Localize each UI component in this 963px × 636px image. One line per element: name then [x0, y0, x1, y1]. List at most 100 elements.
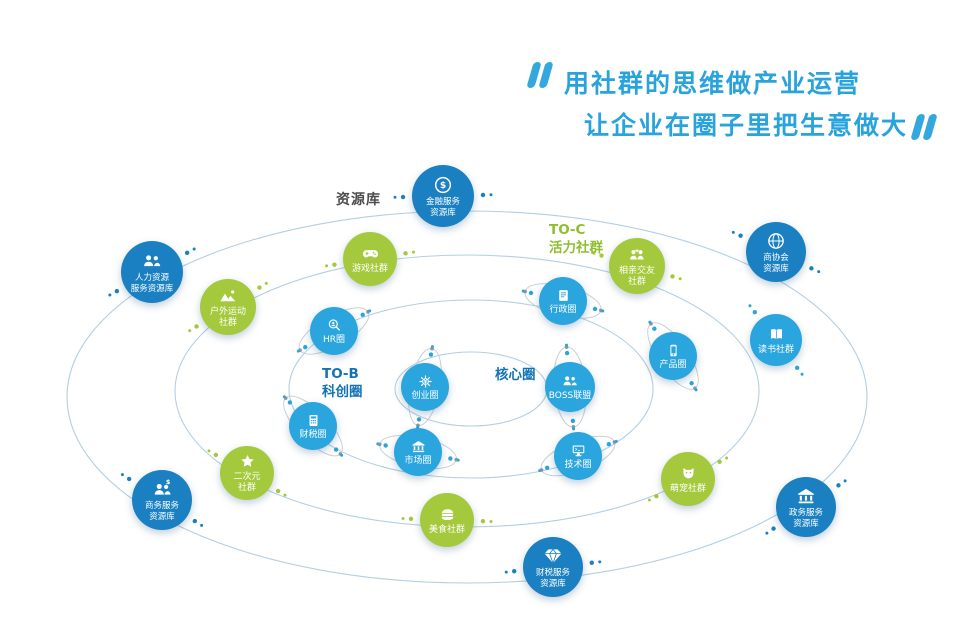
quote-line-2: 让企业在圈子里把生意做大	[584, 111, 909, 140]
ring-dot	[430, 345, 434, 349]
ring-label-core: 核心圈	[495, 367, 536, 383]
ring-dot	[282, 395, 286, 399]
ring-dot	[184, 250, 190, 256]
ring-dot	[843, 479, 847, 483]
ring-dot	[717, 459, 722, 464]
ring-dot	[589, 560, 594, 565]
orbit-ring-1	[174, 254, 760, 528]
ring-dot	[108, 293, 112, 297]
ring-dot	[416, 425, 420, 429]
ring-dot	[376, 442, 380, 446]
ring-dot	[192, 247, 196, 251]
ring-dot	[836, 483, 841, 488]
ring-dot	[725, 456, 729, 460]
ring-dot	[564, 350, 570, 356]
ring-dot	[592, 306, 598, 312]
ring-dot	[207, 449, 211, 453]
ring-label-toc-line1: TO-C	[549, 222, 586, 238]
ring-dot	[592, 251, 596, 255]
node-mini-orbit	[553, 346, 587, 428]
ring-dot	[528, 290, 534, 296]
ring-dot	[572, 427, 576, 431]
ring-dot	[126, 476, 132, 482]
ring-dot	[606, 442, 612, 447]
ring-dot	[192, 518, 198, 524]
ring-dot	[654, 494, 659, 499]
ring-label-resource: 资源库	[336, 192, 381, 208]
ring-dot	[648, 320, 652, 324]
orbit-ring-2	[288, 299, 654, 479]
ring-dot	[360, 312, 365, 317]
ring-dot	[403, 251, 408, 256]
ring-dot	[383, 443, 388, 448]
ring-dot	[598, 560, 602, 564]
ring-dot	[601, 309, 605, 313]
ring-dot	[564, 343, 568, 347]
ring-dot	[599, 253, 604, 258]
ring-dot	[368, 309, 372, 313]
node-mini-orbit	[540, 435, 616, 477]
ring-dot	[489, 519, 493, 523]
ring-dot	[303, 345, 308, 350]
node-mini-orbit	[408, 348, 442, 426]
quote-line-1: 用社群的思维做产业运营	[564, 69, 862, 98]
ring-dot	[325, 264, 329, 268]
ring-dot	[340, 453, 344, 457]
ring-label-tob-line1: TO-B	[322, 366, 359, 382]
ring-dot	[416, 417, 422, 422]
ring-dot	[200, 523, 204, 527]
slogan-quote: 用社群的思维做产业运营 让企业在圈子里把生意做大	[526, 62, 958, 160]
ring-label-toc: TO-C 活力社群	[549, 221, 603, 257]
ring-dot	[411, 250, 415, 254]
ring-dot	[283, 493, 287, 497]
ring-dot	[456, 458, 460, 462]
ring-dot	[512, 569, 517, 574]
ring-dot	[694, 388, 698, 392]
ring-dot	[521, 289, 525, 293]
ring-dot	[408, 516, 414, 521]
ring-dot	[257, 285, 262, 290]
ring-dot	[401, 517, 405, 521]
ring-dot	[393, 195, 397, 199]
ring-dot	[647, 498, 651, 502]
node-mini-orbit	[647, 322, 699, 390]
ring-dot	[652, 326, 657, 331]
ring-dot	[333, 447, 339, 452]
ring-dot	[287, 400, 293, 405]
ring-dot	[480, 519, 486, 524]
ring-dot	[428, 352, 434, 357]
node-mini-orbit	[379, 434, 457, 470]
ring-dot	[400, 194, 406, 200]
ring-dot	[570, 418, 576, 424]
ring-dot	[752, 309, 758, 315]
ring-dot	[731, 230, 735, 234]
ring-dot	[794, 365, 800, 371]
ring-dot	[614, 439, 618, 443]
ring-dot	[738, 233, 743, 238]
open-quote-icon	[526, 62, 554, 88]
ring-dot	[538, 469, 542, 473]
ring-dot	[678, 277, 682, 281]
ring-dot	[504, 570, 508, 574]
ring-dot	[296, 349, 300, 353]
ring-dot	[771, 526, 776, 531]
ring-dot	[817, 270, 821, 274]
node-mini-orbit	[524, 283, 602, 319]
ring-dot	[765, 531, 769, 535]
ring-dot	[213, 452, 219, 458]
ring-dot	[809, 266, 814, 271]
ring-dot	[120, 473, 124, 477]
ring-dot	[114, 288, 120, 294]
ring-dot	[544, 465, 550, 470]
ring-label-tob: TO-B 科创圈	[322, 365, 363, 401]
ring-dot	[689, 381, 694, 386]
ring-dot	[448, 456, 453, 461]
close-quote-icon	[910, 114, 938, 140]
ring-dot	[480, 192, 486, 198]
ring-dot	[332, 262, 337, 267]
ring-dot	[800, 372, 804, 376]
ring-dot	[194, 324, 199, 329]
ring-dot	[748, 304, 752, 308]
ring-label-toc-line2: 活力社群	[549, 240, 603, 257]
